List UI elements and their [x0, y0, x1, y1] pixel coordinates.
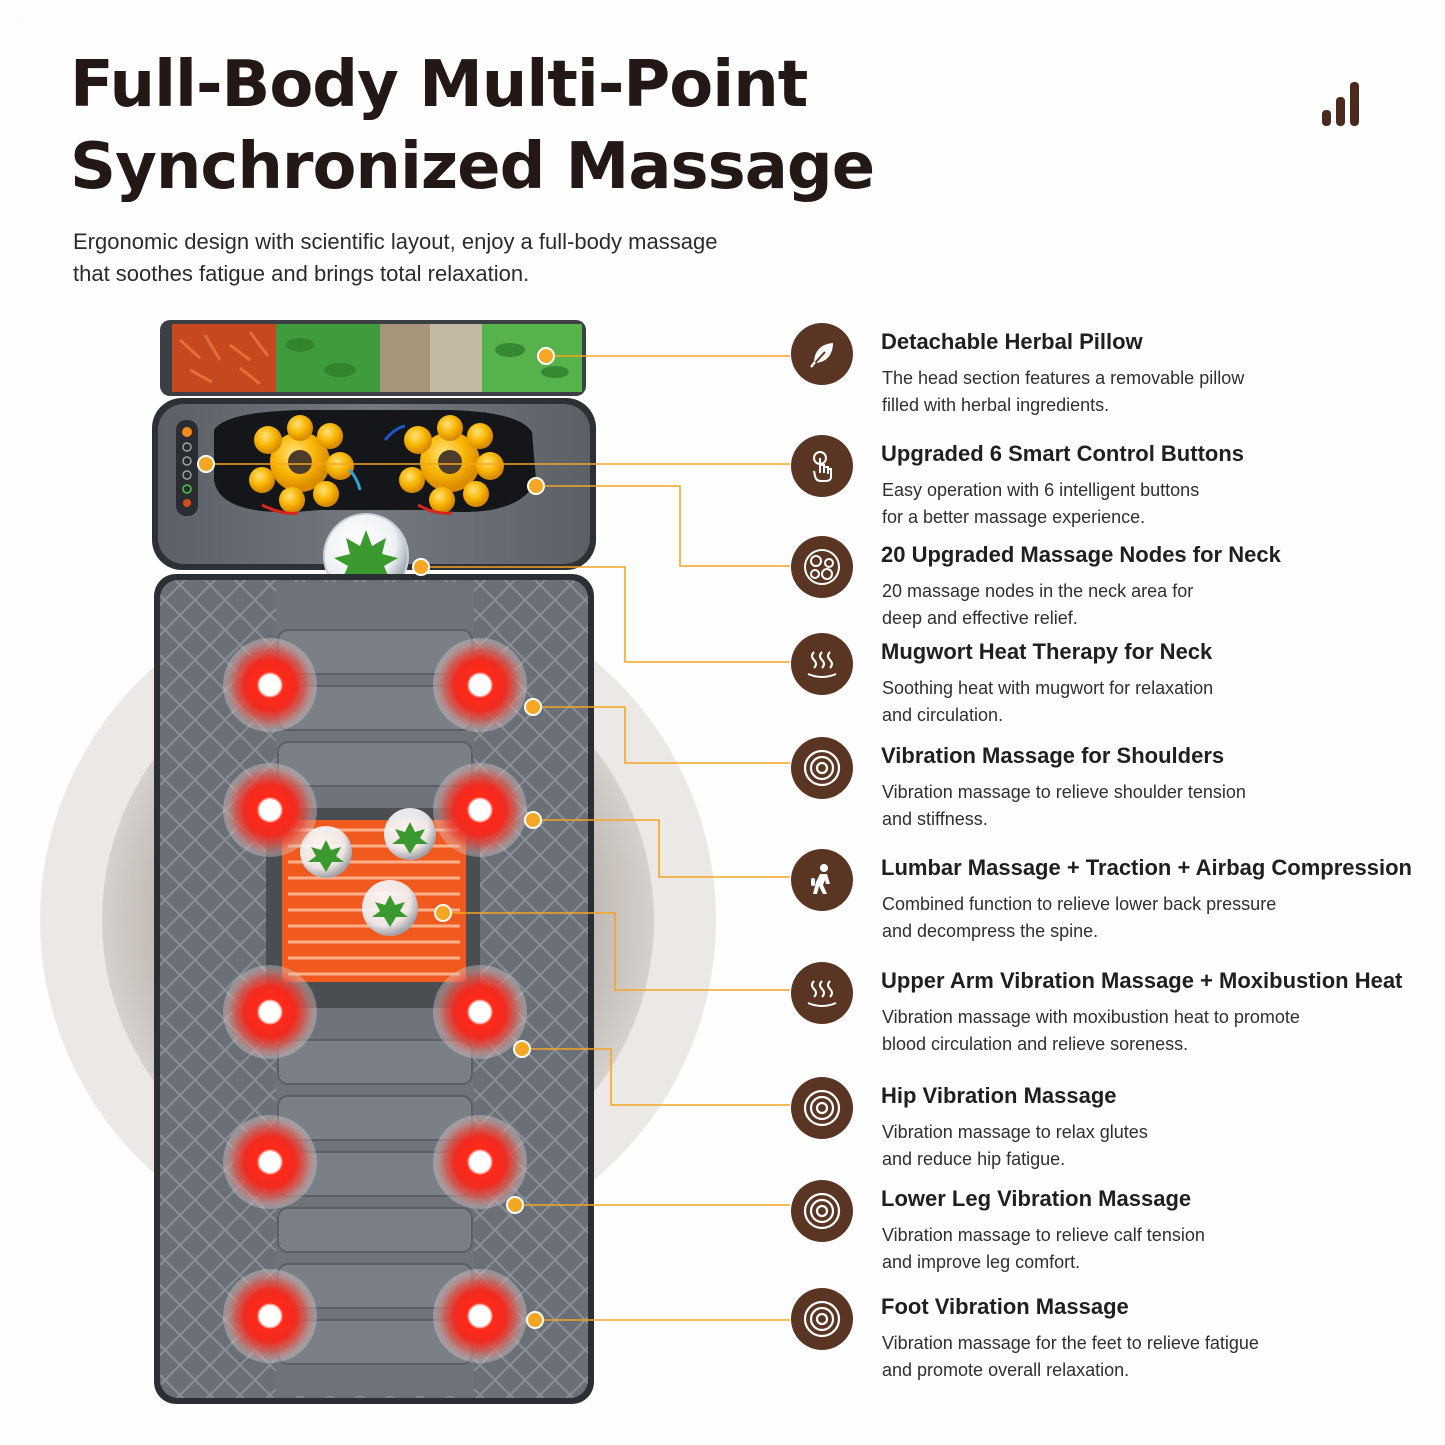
description-line-2: deep and effective relief.	[882, 608, 1078, 628]
vibration-rings-icon	[791, 737, 853, 799]
heat-point	[223, 763, 317, 857]
herbal-pillow	[160, 320, 586, 396]
feature-title: Upgraded 6 Smart Control Buttons	[881, 441, 1245, 466]
vibration-rings-icon	[791, 1077, 853, 1139]
feature-neck-massage-nodes: 20 Upgraded Massage Nodes for Neck 20 ma…	[788, 536, 1428, 636]
description-line-2: and improve leg comfort.	[882, 1252, 1081, 1272]
feature-title: Hip Vibration Massage	[881, 1083, 1117, 1108]
description-line-2: filled with herbal ingredients.	[882, 395, 1110, 415]
heat-waves-icon	[791, 633, 853, 695]
heat-point	[433, 638, 527, 732]
page-title: Full-Body Multi-Point Synchronized Massa…	[70, 44, 875, 208]
feature-title: 20 Upgraded Massage Nodes for Neck	[881, 542, 1281, 567]
feature-description: Vibration massage to relax glutes and red…	[882, 1119, 1402, 1173]
description-line-1: Easy operation with 6 intelligent button…	[882, 480, 1200, 500]
heat-point	[223, 965, 317, 1059]
massage-nodes-icon	[791, 536, 853, 598]
heat-point	[223, 638, 317, 732]
feature-hip-vibration: Hip Vibration Massage Vibration massage …	[788, 1077, 1428, 1177]
heat-point	[433, 965, 527, 1059]
feature-lumbar-traction: Lumbar Massage + Traction + Airbag Compr…	[788, 849, 1428, 949]
subtitle-line-1: Ergonomic design with scientific layout,…	[73, 229, 718, 254]
description-line-2: and promote overall relaxation.	[882, 1360, 1130, 1380]
heat-point	[433, 1115, 527, 1209]
lumbar-person-icon	[791, 849, 853, 911]
heat-points	[223, 638, 527, 1363]
callout-lines	[206, 355, 790, 1321]
feature-lower-leg-vibration: Lower Leg Vibration Massage Vibration ma…	[788, 1180, 1428, 1280]
description-line-1: Combined function to relieve lower back …	[882, 894, 1277, 914]
neck-massage-nodes-right	[399, 415, 504, 513]
description-line-1: Vibration massage with moxibustion heat …	[882, 1007, 1300, 1027]
feature-upper-arm-moxibustion: Upper Arm Vibration Massage + Moxibustio…	[788, 962, 1428, 1062]
feature-description: Vibration massage to relieve calf tensio…	[882, 1222, 1402, 1276]
feature-description: Vibration massage for the feet to reliev…	[882, 1330, 1402, 1384]
callout-dots	[197, 347, 555, 1329]
description-line-2: and circulation.	[882, 705, 1004, 725]
vibration-rings-icon	[791, 1180, 853, 1242]
feature-title: Vibration Massage for Shoulders	[881, 743, 1225, 768]
signal-bars-icon	[1322, 82, 1359, 126]
feature-mugwort-heat-neck: Mugwort Heat Therapy for Neck Soothing h…	[788, 633, 1428, 733]
title-line-2: Synchronized Massage	[70, 130, 875, 204]
feature-title: Detachable Herbal Pillow	[881, 329, 1143, 354]
description-line-2: and reduce hip fatigue.	[882, 1149, 1066, 1169]
description-line-2: blood circulation and relieve soreness.	[882, 1034, 1189, 1054]
feature-description: The head section features a removable pi…	[882, 365, 1402, 419]
lumbar-heat-pad	[266, 808, 480, 1008]
feature-title: Lumbar Massage + Traction + Airbag Compr…	[881, 855, 1412, 880]
subtitle-line-2: that soothes fatigue and brings total re…	[73, 261, 530, 286]
feature-title: Foot Vibration Massage	[881, 1294, 1129, 1319]
description-line-1: The head section features a removable pi…	[882, 368, 1245, 388]
heat-point	[223, 1269, 317, 1363]
neck-massage-nodes-left	[249, 415, 354, 513]
feature-description: 20 massage nodes in the neck area for dee…	[882, 578, 1402, 632]
title-line-1: Full-Body Multi-Point	[70, 48, 808, 122]
description-line-1: Vibration massage to relax glutes	[882, 1122, 1148, 1142]
feature-title: Upper Arm Vibration Massage + Moxibustio…	[881, 968, 1403, 993]
feature-shoulder-vibration: Vibration Massage for Shoulders Vibratio…	[788, 737, 1428, 837]
heat-point	[433, 1269, 527, 1363]
description-line-1: Vibration massage to relieve calf tensio…	[882, 1225, 1205, 1245]
leaf-icon	[791, 323, 853, 385]
feature-description: Soothing heat with mugwort for relaxatio…	[882, 675, 1402, 729]
feature-description: Vibration massage with moxibustion heat …	[882, 1004, 1402, 1058]
page-subtitle: Ergonomic design with scientific layout,…	[73, 226, 833, 290]
description-line-1: Soothing heat with mugwort for relaxatio…	[882, 678, 1214, 698]
description-line-1: Vibration massage to relieve shoulder te…	[882, 782, 1246, 802]
description-line-2: and decompress the spine.	[882, 921, 1099, 941]
feature-description: Combined function to relieve lower back …	[882, 891, 1402, 945]
finger-press-icon	[791, 435, 853, 497]
feature-description: Easy operation with 6 intelligent button…	[882, 477, 1402, 531]
feature-foot-vibration: Foot Vibration Massage Vibration massage…	[788, 1288, 1428, 1388]
description-line-1: Vibration massage for the feet to reliev…	[882, 1333, 1259, 1353]
feature-description: Vibration massage to relieve shoulder te…	[882, 779, 1402, 833]
control-panel	[176, 420, 198, 516]
feature-title: Mugwort Heat Therapy for Neck	[881, 639, 1213, 664]
description-line-1: 20 massage nodes in the neck area for	[882, 581, 1194, 601]
heat-waves-icon	[791, 962, 853, 1024]
description-line-2: and stiffness.	[882, 809, 988, 829]
feature-title: Lower Leg Vibration Massage	[881, 1186, 1192, 1211]
feature-herbal-pillow: Detachable Herbal Pillow The head sectio…	[788, 323, 1428, 423]
feature-smart-control-buttons: Upgraded 6 Smart Control Buttons Easy op…	[788, 435, 1428, 535]
vibration-rings-icon	[791, 1288, 853, 1350]
neck-section	[152, 398, 596, 570]
description-line-2: for a better massage experience.	[882, 507, 1146, 527]
heat-point	[433, 763, 527, 857]
heat-point	[223, 1115, 317, 1209]
